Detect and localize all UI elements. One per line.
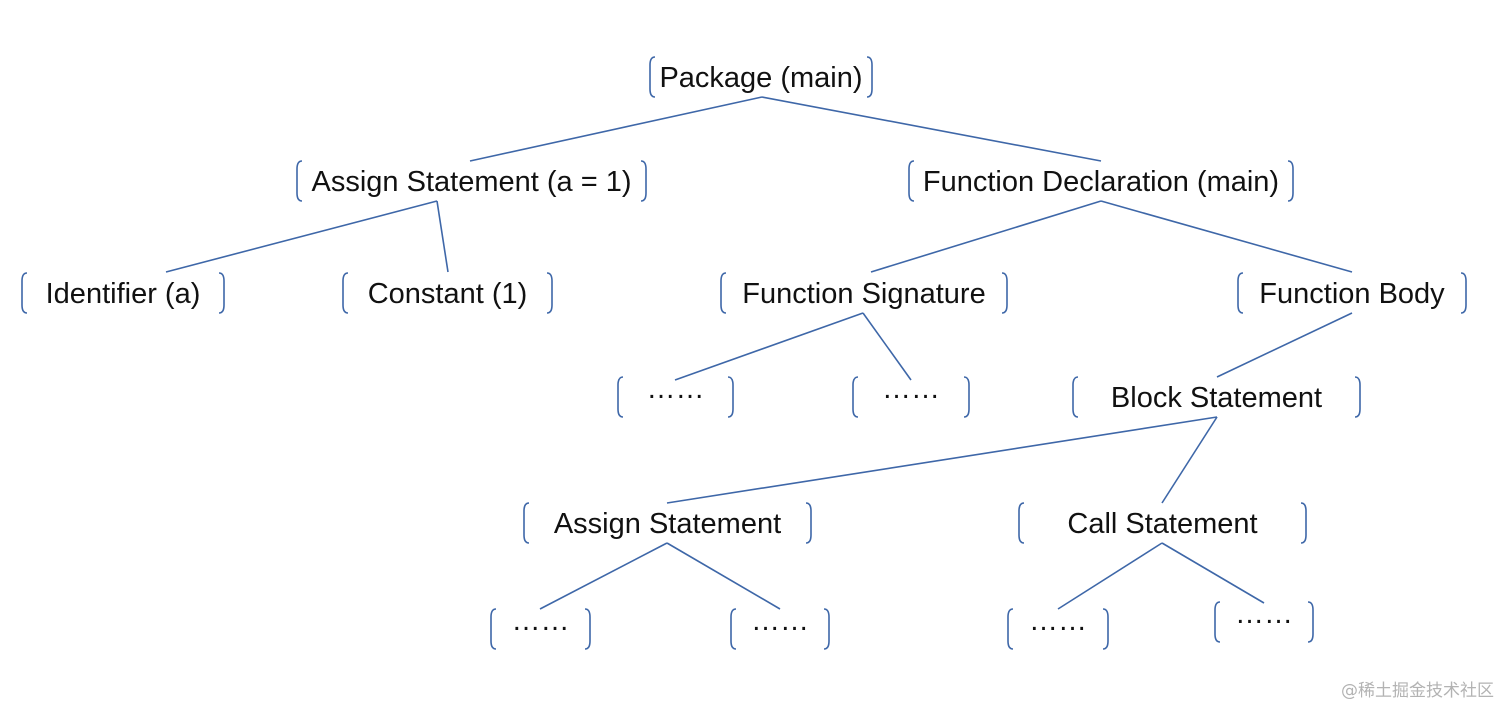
right-bracket [640,160,647,202]
node-label: Constant (1) [368,278,528,310]
node-label: Function Declaration (main) [923,166,1279,198]
edge-func-sig-to-sig-child-2 [862,312,912,381]
node-label: …… [647,373,705,405]
edge-call-stmt-to-call-child-2 [1161,542,1265,604]
edge-block-stmt-to-assign-stmt [666,416,1218,504]
right-bracket [727,376,734,418]
edge-func-decl-to-func-sig [870,200,1102,273]
right-bracket [1307,601,1314,643]
node-label: Function Signature [742,278,985,310]
node-sig-child-2: …… [852,373,970,418]
left-bracket [342,272,349,314]
left-bracket [1072,376,1079,418]
node-label: Function Body [1259,278,1445,310]
edge-func-decl-to-func-body [1100,200,1353,273]
left-bracket [1007,608,1014,650]
right-bracket [546,272,553,314]
right-bracket [866,56,873,98]
edges-layer [165,96,1353,610]
right-bracket [1460,272,1467,314]
node-label: …… [1235,598,1293,630]
node-constant: Constant (1) [342,272,553,314]
node-block-stmt: Block Statement [1072,376,1361,418]
right-bracket [1102,608,1109,650]
watermark: @稀土掘金技术社区 [1341,681,1494,701]
right-bracket [1287,160,1294,202]
right-bracket [1001,272,1008,314]
node-assign-child-1: …… [490,605,591,650]
node-sig-child-1: …… [617,373,734,418]
edge-func-sig-to-sig-child-1 [674,312,864,381]
edge-assign-stmt-top-to-constant [436,200,449,273]
node-package: Package (main) [649,56,873,98]
right-bracket [823,608,830,650]
nodes-layer: Package (main) Assign Statement (a = 1) Fu… [21,56,1467,650]
edge-package-to-func-decl [761,96,1102,162]
right-bracket [1300,502,1307,544]
left-bracket [852,376,859,418]
node-assign-child-2: …… [730,605,830,650]
node-label: Block Statement [1111,382,1322,414]
left-bracket [720,272,727,314]
node-call-child-2: …… [1214,598,1314,643]
left-bracket [617,376,624,418]
node-label: Assign Statement (a = 1) [312,166,632,198]
edge-assign-stmt-to-assign-child-2 [666,542,781,610]
node-func-sig: Function Signature [720,272,1008,314]
node-identifier: Identifier (a) [21,272,225,314]
right-bracket [1354,376,1361,418]
left-bracket [21,272,28,314]
edge-block-stmt-to-call-stmt [1161,416,1218,504]
right-bracket [218,272,225,314]
node-label: …… [512,605,570,637]
node-assign-stmt: Assign Statement [523,502,812,544]
node-label: …… [751,605,809,637]
left-bracket [1214,601,1221,643]
node-label: Assign Statement [554,508,781,540]
left-bracket [908,160,915,202]
node-label: Package (main) [659,62,862,94]
edge-assign-stmt-top-to-identifier [165,200,438,273]
node-assign-stmt-top: Assign Statement (a = 1) [296,160,647,202]
left-bracket [649,56,656,98]
edge-func-body-to-block-stmt [1216,312,1353,378]
node-label: …… [1029,605,1087,637]
edge-call-stmt-to-call-child-1 [1057,542,1163,610]
edge-assign-stmt-to-assign-child-1 [539,542,668,610]
node-func-body: Function Body [1237,272,1467,314]
node-label: Call Statement [1067,508,1257,540]
node-label: …… [882,373,940,405]
left-bracket [1237,272,1244,314]
right-bracket [584,608,591,650]
node-call-stmt: Call Statement [1018,502,1307,544]
right-bracket [963,376,970,418]
left-bracket [1018,502,1025,544]
node-label: Identifier (a) [46,278,201,310]
left-bracket [730,608,737,650]
right-bracket [805,502,812,544]
left-bracket [523,502,530,544]
node-func-decl: Function Declaration (main) [908,160,1294,202]
node-call-child-1: …… [1007,605,1109,650]
left-bracket [296,160,303,202]
edge-package-to-assign-stmt-top [469,96,763,162]
left-bracket [490,608,497,650]
